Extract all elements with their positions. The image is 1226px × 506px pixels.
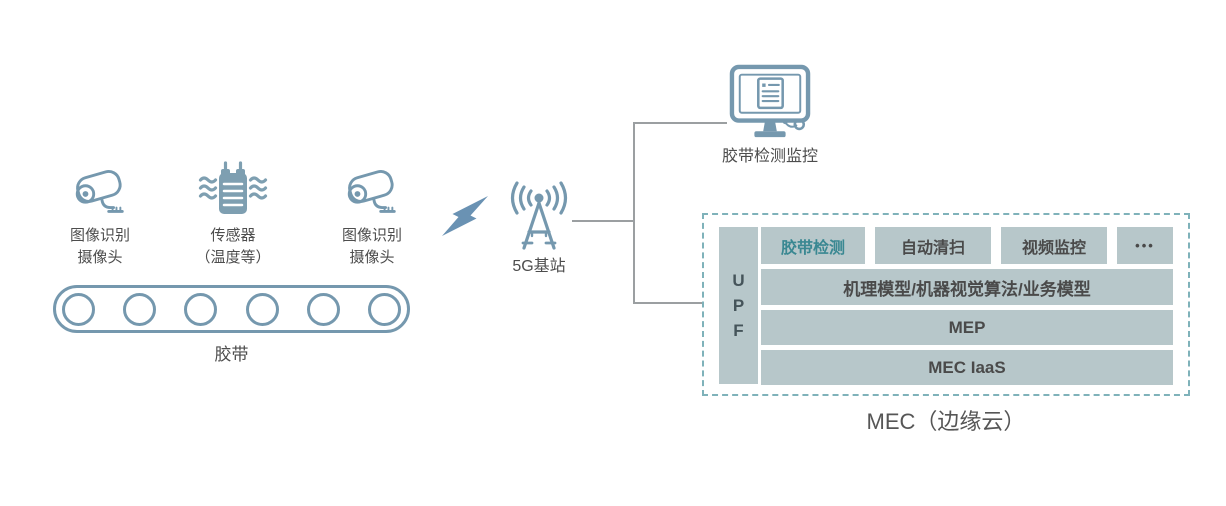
cctv-camera-icon [75,170,124,213]
5g-tower-icon [510,181,568,250]
monitor-label: 胶带检测监控 [721,148,818,165]
roller [306,292,340,326]
roller [62,292,95,326]
conveyor-belt [53,285,410,333]
mec-apps-row: 胶带检测 自动清扫 视频监控 ••• [761,227,1173,264]
app-box-more: ••• [1117,227,1173,264]
device-label-line: 摄像头 [349,249,395,266]
connector-line-mec [633,302,702,304]
device-label-line: 图像识别 [341,227,402,244]
connector-line-trunk [633,122,635,303]
upf-letter: P [732,296,745,315]
cctv-camera-icon [347,170,396,213]
layer-mep: MEP [761,310,1173,345]
lightning-bolt-icon [442,196,488,236]
temperature-sensor-icon [198,161,268,214]
connector-line-monitor [633,122,727,124]
upf-block: U P F [719,227,758,384]
device-label-line: 图像识别 [69,227,130,244]
app-box-video-surveillance: 视频监控 [1001,227,1107,264]
mec-caption: MEC（边缘云） [866,409,1026,434]
mec-content: 胶带检测 自动清扫 视频监控 ••• 机理模型/机器视觉算法/业务模型 MEP … [761,227,1173,385]
layer-models: 机理模型/机器视觉算法/业务模型 [761,269,1173,305]
monitoring-terminal: 胶带检测监控 [718,63,822,168]
device-label-line: 摄像头 [77,249,123,266]
roller [184,292,218,326]
upf-letter: U [732,271,745,290]
layer-mec-iaas: MEC IaaS [761,350,1173,385]
sensor-device: 传感器 （温度等） [183,160,283,269]
roller [123,292,157,326]
camera-device-2: 图像识别 摄像头 [322,167,422,269]
mec-box: U P F 胶带检测 自动清扫 视频监控 ••• 机理模型/机器视觉算法/业务模… [702,213,1190,396]
upf-letter: F [733,321,744,340]
base-station: 5G基站 [496,180,582,278]
device-label-line: （温度等） [195,249,271,266]
belt-label: 胶带 [214,345,249,364]
roller [245,292,279,326]
roller [367,292,401,326]
connector-line-bs [572,220,633,222]
monitor-icon [729,64,811,138]
app-box-belt-detection: 胶带检测 [761,227,865,264]
camera-device-1: 图像识别 摄像头 [50,167,150,269]
app-box-auto-cleaning: 自动清扫 [875,227,991,264]
device-label-line: 传感器 [210,227,256,244]
base-station-label: 5G基站 [512,258,566,275]
